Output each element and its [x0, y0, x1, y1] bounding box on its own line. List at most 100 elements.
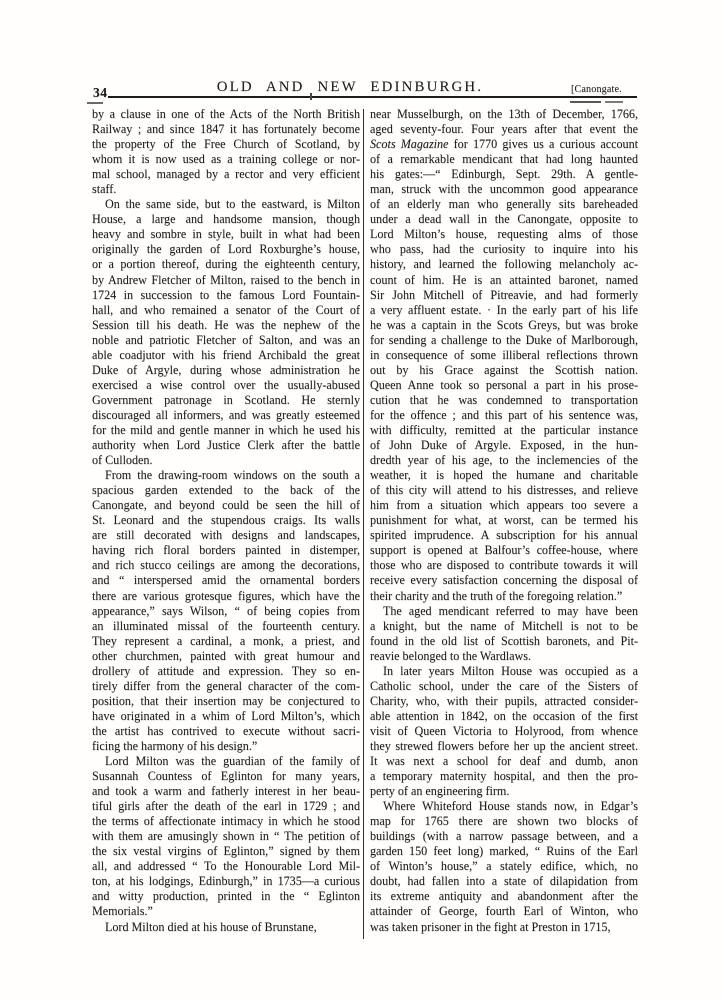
- text-line: dredth year of his age, to the inclemenc…: [370, 453, 638, 468]
- text-segment: for the mild and gentle manner in which …: [92, 422, 360, 437]
- text-line: punishment for what, at worst, can be te…: [370, 513, 638, 528]
- text-segment: authority when Lord Justice Clerk after …: [92, 438, 360, 453]
- text-line: cution that he was condemned to transpor…: [370, 393, 638, 408]
- text-line: doubt, had fallen into a state of dilapi…: [370, 874, 638, 889]
- text-line: able coadjutor with his friend Archibald…: [92, 348, 360, 363]
- text-segment: those who are disposed to contribute tow…: [370, 558, 638, 573]
- text-line: hall, and who remained a senator of the …: [92, 303, 360, 318]
- text-segment: all, and addressed “ To the Honourable L…: [92, 859, 360, 874]
- text-segment: or a portion thereof, during the eightee…: [92, 257, 360, 272]
- text-line: him from a situation which appears too s…: [370, 498, 638, 513]
- paragraph: by a clause in one of the Acts of the No…: [92, 107, 360, 197]
- text-line: Scots Magazine for 1770 gives us a curio…: [370, 137, 638, 152]
- text-line: the terms of affectionate intimacy in wh…: [92, 814, 360, 829]
- right-column: near Musselburgh, on the 13th of Decembe…: [370, 107, 638, 935]
- text-line: having rich floral borders painted in di…: [92, 543, 360, 558]
- text-segment: with difficulty, remitted at the particu…: [370, 422, 638, 437]
- text-segment: 1724 in succession to the famous Lord Fo…: [92, 287, 360, 302]
- text-line: the six vestal virgins of Eglinton,” sig…: [92, 844, 360, 859]
- text-segment: having rich floral borders painted in di…: [92, 543, 360, 558]
- text-segment: Session till his death. He was the nephe…: [92, 317, 360, 332]
- text-line: an illuminated missal of the fourteenth …: [92, 619, 360, 634]
- section-label: [Canongate.: [571, 84, 622, 95]
- text-segment: Susannah Countess of Eglinton for many y…: [92, 769, 360, 784]
- text-line: perty of an engineering firm.: [370, 784, 638, 799]
- text-segment: Where Whiteford House stands now, in Edg…: [383, 799, 638, 814]
- text-segment: Lord Milton died at his house of Brunsta…: [105, 919, 317, 934]
- text-segment: of a remarkable mendicant that had long …: [370, 152, 638, 167]
- text-line: its extreme antiquity and abandonment af…: [370, 889, 638, 904]
- text-line: and witty production, printed in the “ E…: [92, 889, 360, 904]
- text-line: he was a captain in the Scots Greys, but…: [370, 318, 638, 333]
- paragraph: From the drawing-room windows on the sou…: [92, 468, 360, 754]
- text-segment: and took a warm and fatherly interest in…: [92, 784, 360, 799]
- text-segment: Government patronage in Scotland. He ste…: [92, 392, 360, 407]
- text-line: found in the old list of Scottish barone…: [370, 634, 638, 649]
- text-line: count of him. He is an attainted baronet…: [370, 273, 638, 288]
- text-segment: a very affluent estate. · In the early p…: [370, 302, 638, 317]
- text-segment: of Culloden.: [92, 453, 153, 468]
- text-segment: the property of the Free Church of Scotl…: [92, 137, 360, 152]
- text-line: and “ interspersed amid the ornamental b…: [92, 573, 360, 588]
- text-segment: map for 1765 there are shown two blocks …: [370, 814, 638, 829]
- text-segment: Lord Milton was the guardian of the fami…: [105, 754, 360, 769]
- text-line: Where Whiteford House stands now, in Edg…: [370, 799, 638, 814]
- text-segment: are still decorated with designs and lan…: [92, 528, 360, 543]
- text-line: their charity and the truth of the foreg…: [370, 589, 638, 604]
- text-line: position, that their insertion may be co…: [92, 694, 360, 709]
- text-line: buildings (with a narrow passage between…: [370, 829, 638, 844]
- text-line: spirited imprudence. A subscription for …: [370, 528, 638, 543]
- text-segment: for sending a challenge to the Duke of M…: [370, 332, 638, 347]
- text-line: for the mild and gentle manner in which …: [92, 423, 360, 438]
- text-segment: in consequence of some illiberal reflect…: [370, 347, 638, 362]
- text-segment: ficing the harmony of his design.”: [92, 738, 258, 753]
- text-segment: for 1770 gives us a curious account: [448, 137, 638, 152]
- text-segment: they strewed flowers before her up the a…: [370, 738, 638, 753]
- text-line: staff.: [92, 182, 360, 197]
- paragraph: Lord Milton died at his house of Brunsta…: [92, 920, 360, 935]
- paragraph: The aged mendicant referred to may have …: [370, 604, 638, 664]
- text-segment: a knight, but the name of Mitchell is no…: [370, 618, 638, 633]
- text-line: was taken prisoner in the fight at Prest…: [370, 920, 638, 935]
- text-segment: out by his Grace against the Scottish na…: [370, 362, 638, 377]
- text-line: Lord Milton’s house, requesting alms of …: [370, 227, 638, 242]
- text-segment: have originated in a whim of Lord Milton…: [92, 708, 360, 723]
- text-segment: From the drawing-room windows on the sou…: [105, 468, 360, 483]
- text-line: mal school, managed by a rector and very…: [92, 167, 360, 182]
- text-line: Queen Anne took so personal a part in hi…: [370, 378, 638, 393]
- text-segment: It was next a school for deaf and dumb, …: [370, 754, 638, 769]
- text-segment: House, a large and handsome mansion, tho…: [92, 212, 360, 227]
- column-divider: [363, 109, 365, 939]
- text-segment: of this city will attend to his distress…: [370, 483, 638, 498]
- text-line: ficing the harmony of his design.”: [92, 739, 360, 754]
- text-segment: spacious garden extended to the back of …: [92, 483, 360, 498]
- text-line: are still decorated with designs and lan…: [92, 528, 360, 543]
- paragraph: Where Whiteford House stands now, in Edg…: [370, 799, 638, 934]
- text-line: weather, it is hoped the humane and char…: [370, 468, 638, 483]
- text-segment: originally the garden of Lord Roxburghe’…: [92, 242, 360, 257]
- text-segment: was taken prisoner in the fight at Prest…: [370, 919, 611, 934]
- text-segment: count of him. He is an attainted baronet…: [370, 272, 638, 287]
- text-line: St. Leonard and the stupendous craigs. I…: [92, 513, 360, 528]
- text-segment: St. Leonard and the stupendous craigs. I…: [92, 513, 360, 528]
- text-line: and took a warm and fatherly interest in…: [92, 784, 360, 799]
- header-rule: [108, 96, 637, 98]
- text-segment: Charity, who, with their pupils, attract…: [370, 693, 638, 708]
- text-line: of Winton’s house,” a stately edifice, w…: [370, 859, 638, 874]
- text-segment: receive every satisfaction concerning th…: [370, 573, 638, 588]
- text-segment: for the offence ; and this part of his s…: [370, 407, 638, 422]
- text-segment: garden 150 feet long) marked, “ Ruins of…: [370, 844, 638, 859]
- text-line: and rich stucco ceilings are among the d…: [92, 558, 360, 573]
- text-line: tiful girls after the death of the earl …: [92, 799, 360, 814]
- header-rule-dash-2: [605, 101, 623, 103]
- text-segment: ton, at his lodgings, Edinburgh,” in 173…: [92, 874, 360, 889]
- text-line: Duke of Argyle, during whose administrat…: [92, 363, 360, 378]
- text-line: Session till his death. He was the nephe…: [92, 318, 360, 333]
- text-line: the artist has contrived to execute with…: [92, 724, 360, 739]
- paragraph: near Musselburgh, on the 13th of Decembe…: [370, 107, 638, 604]
- paragraph: In later years Milton House was occupied…: [370, 664, 638, 799]
- text-segment: The aged mendicant referred to may have …: [383, 603, 638, 618]
- text-line: those who are disposed to contribute tow…: [370, 558, 638, 573]
- text-segment: punishment for what, at worst, can be te…: [370, 513, 638, 528]
